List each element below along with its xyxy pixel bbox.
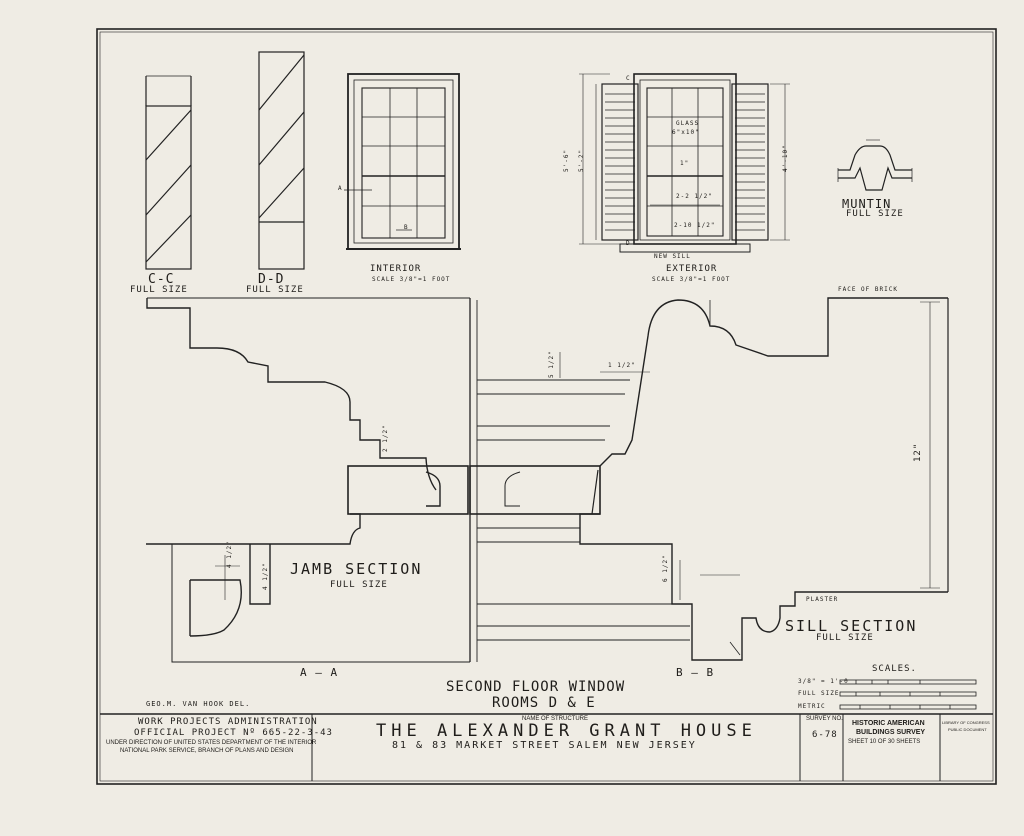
structure-address: 81 & 83 MARKET STREET SALEM NEW JERSEY bbox=[392, 740, 697, 751]
exterior-dim-1: 1" bbox=[680, 160, 690, 167]
structure-name: THE ALEXANDER GRANT HOUSE bbox=[376, 721, 757, 741]
library-line-1: LIBRARY OF CONGRESS bbox=[942, 720, 990, 725]
habs-line-1: HISTORIC AMERICAN bbox=[852, 720, 925, 727]
exterior-title: EXTERIOR bbox=[666, 264, 718, 274]
exterior-elevation bbox=[579, 73, 790, 253]
scale-item-1: 3/8" = 1'-0 bbox=[798, 678, 849, 685]
meeting-rail bbox=[469, 298, 690, 662]
sill-scale: FULL SIZE bbox=[816, 633, 874, 643]
exterior-dim-h1: 5'-6" bbox=[563, 148, 570, 172]
sheet-inner-border bbox=[99, 31, 994, 782]
jamb-title: JAMB SECTION bbox=[290, 560, 423, 578]
exterior-dim-3: 2-10 1/2" bbox=[674, 222, 716, 229]
sill-section bbox=[559, 297, 949, 661]
muntin-scale: FULL SIZE bbox=[846, 209, 904, 219]
sill-plaster: PLASTER bbox=[806, 596, 839, 603]
sill-face-brick: FACE OF BRICK bbox=[838, 286, 898, 293]
agency-line-4: NATIONAL PARK SERVICE, BRANCH OF PLANS A… bbox=[120, 748, 294, 754]
sill-title: SILL SECTION bbox=[785, 617, 918, 635]
exterior-dim-h3: 4'-10" bbox=[782, 144, 789, 172]
scale-item-2: FULL SIZE bbox=[798, 690, 840, 697]
library-line-2: PUBLIC DOCUMENT bbox=[948, 727, 987, 732]
sill-dim-12: 12" bbox=[913, 442, 923, 462]
title-block bbox=[100, 713, 993, 781]
drawing-title-1: SECOND FLOOR WINDOW bbox=[446, 679, 626, 695]
drawing-title-2: ROOMS D & E bbox=[492, 695, 596, 711]
jamb-dim-b: 4 1/2" bbox=[262, 562, 269, 590]
agency-line-1: WORK PROJECTS ADMINISTRATION bbox=[138, 717, 318, 727]
sill-dim-5: 5 1/2" bbox=[548, 350, 555, 378]
muntin-detail bbox=[837, 139, 913, 191]
interior-mark-a: A bbox=[338, 185, 343, 192]
section-cc bbox=[145, 75, 192, 270]
scale-bars bbox=[839, 679, 977, 710]
survey-number: 6-78 bbox=[812, 730, 838, 740]
exterior-mark-c: C bbox=[626, 75, 631, 82]
sheet-number: SHEET 10 OF 30 SHEETS bbox=[848, 739, 921, 745]
structure-label: NAME OF STRUCTURE bbox=[522, 716, 588, 722]
dd-scale: FULL SIZE bbox=[246, 285, 304, 295]
interior-scale: SCALE 3/8"=1 FOOT bbox=[372, 276, 451, 283]
jamb-dim-c: 2 1/2" bbox=[382, 424, 389, 452]
exterior-sill: NEW SILL bbox=[654, 253, 691, 260]
sheet-border bbox=[96, 28, 997, 785]
exterior-glass: GLASS bbox=[676, 120, 700, 127]
dd-title: D-D bbox=[258, 272, 285, 287]
jamb-dim-a: 4 1/2" bbox=[226, 540, 233, 568]
jamb-mark: A — A bbox=[300, 666, 339, 679]
survey-label: SURVEY NO. bbox=[806, 716, 843, 722]
cc-title: C-C bbox=[148, 272, 175, 287]
jamb-scale: FULL SIZE bbox=[330, 580, 388, 590]
sill-mark: B — B bbox=[676, 666, 715, 679]
cc-scale: FULL SIZE bbox=[130, 285, 188, 295]
sill-dim-1q: 1 1/2" bbox=[608, 362, 636, 369]
scale-item-3: METRIC bbox=[798, 703, 826, 710]
jamb-section bbox=[146, 297, 470, 663]
agency-line-3: UNDER DIRECTION OF UNITED STATES DEPARTM… bbox=[106, 740, 317, 746]
exterior-glass-size: 6"x10" bbox=[672, 129, 700, 136]
sill-dim-65: 6 1/2" bbox=[662, 554, 669, 582]
agency-line-2: OFFICIAL PROJECT Nº 665-22-3-43 bbox=[134, 728, 333, 738]
habs-line-2: BUILDINGS SURVEY bbox=[856, 729, 926, 736]
exterior-mark-d: D bbox=[626, 240, 631, 247]
exterior-scale: SCALE 3/8"=1 FOOT bbox=[652, 276, 731, 283]
interior-title: INTERIOR bbox=[370, 264, 422, 274]
scales-label: SCALES. bbox=[872, 664, 917, 674]
exterior-dim-2: 2-2 1/2" bbox=[676, 193, 713, 200]
section-dd bbox=[258, 51, 305, 270]
delineator: GEO.M. VAN HOOK DEL. bbox=[146, 700, 251, 708]
interior-mark-b: B bbox=[404, 224, 409, 231]
exterior-dim-h2: 5'-2" bbox=[578, 148, 585, 172]
interior-elevation bbox=[344, 73, 461, 250]
muntin-title: MUNTIN bbox=[842, 197, 892, 211]
